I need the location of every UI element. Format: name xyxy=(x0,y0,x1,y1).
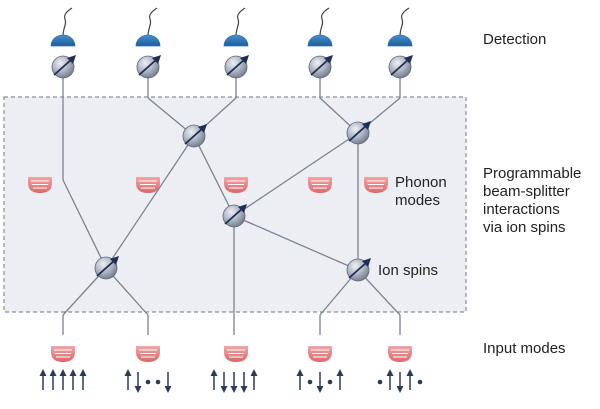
spin-up-arrow-icon xyxy=(250,369,258,390)
spin-pattern xyxy=(210,369,258,393)
phonon-mode-icon xyxy=(136,177,160,193)
ion-spin-icon xyxy=(51,55,76,79)
detector-icon xyxy=(50,7,76,47)
spin-up-arrow-icon xyxy=(69,369,77,390)
ion-spins-label: Ion spins xyxy=(378,262,439,279)
spin-pattern xyxy=(296,369,344,393)
spin-up-arrow-icon xyxy=(336,369,344,390)
spin-up-arrow-icon xyxy=(406,369,414,390)
spin-dot-icon xyxy=(417,379,423,385)
spin-down-arrow-icon xyxy=(164,372,172,393)
spin-pattern xyxy=(39,369,87,390)
ion-spin-icon xyxy=(308,55,333,79)
spin-up-arrow-icon xyxy=(296,369,304,390)
spin-dot-icon xyxy=(307,379,313,385)
spin-down-arrow-icon xyxy=(230,372,238,393)
spin-up-arrow-icon xyxy=(79,369,87,390)
wire xyxy=(193,135,235,217)
phonon-mode-icon xyxy=(388,346,412,362)
spin-dot-icon xyxy=(327,379,333,385)
wire xyxy=(233,215,359,271)
ion-spins xyxy=(51,55,413,282)
spin-up-arrow-icon xyxy=(210,369,218,390)
detectors xyxy=(50,7,413,47)
phonon-mode-icon xyxy=(51,346,75,362)
wire xyxy=(62,179,107,269)
programmable-line-1: Programmable xyxy=(483,165,582,182)
programmable-line-3: interactions xyxy=(483,201,560,218)
phonon-mode-icon xyxy=(136,346,160,362)
wire xyxy=(233,132,359,217)
ion-spin-icon xyxy=(136,55,161,79)
spin-down-arrow-icon xyxy=(396,372,404,393)
spin-down-arrow-icon xyxy=(220,372,228,393)
spin-down-arrow-icon xyxy=(240,372,248,393)
spin-dot-icon xyxy=(155,379,161,385)
spin-down-arrow-icon xyxy=(134,372,142,393)
phonon-mode-icon xyxy=(308,346,332,362)
spin-patterns xyxy=(39,369,423,393)
ion-spin-icon xyxy=(224,55,249,79)
phonon-wells xyxy=(28,177,412,362)
spin-up-arrow-icon xyxy=(386,369,394,390)
input-modes-label: Input modes xyxy=(483,340,566,357)
spin-up-arrow-icon xyxy=(39,369,47,390)
ion-spin-icon xyxy=(222,204,247,228)
ion-spin-icon xyxy=(94,256,119,280)
detector-icon xyxy=(135,7,161,47)
programmable-line-4: via ion spins xyxy=(483,219,566,236)
spin-dot-icon xyxy=(145,379,151,385)
ion-spin-icon xyxy=(346,121,371,145)
ion-spin-icon xyxy=(182,124,207,148)
phonon-mode-icon xyxy=(308,177,332,193)
phonon-mode-icon xyxy=(364,177,388,193)
ion-spin-icon xyxy=(388,55,413,79)
spin-down-arrow-icon xyxy=(316,372,324,393)
detector-icon xyxy=(387,7,413,47)
phonon-modes-line-1: Phonon xyxy=(395,174,447,191)
phonon-mode-icon xyxy=(28,177,52,193)
detector-icon xyxy=(223,7,249,47)
spin-dot-icon xyxy=(377,379,383,385)
phonon-mode-icon xyxy=(224,346,248,362)
programmable-label: Programmable beam-splitter interactions … xyxy=(483,165,581,237)
detection-label: Detection xyxy=(483,31,547,48)
spin-up-arrow-icon xyxy=(49,369,57,390)
phonon-modes-line-2: modes xyxy=(395,192,441,209)
phonon-modes-label: Phonon modes xyxy=(395,174,447,210)
interaction-region xyxy=(3,96,467,313)
spin-up-arrow-icon xyxy=(59,369,67,390)
spin-pattern xyxy=(124,369,172,393)
spin-up-arrow-icon xyxy=(124,369,132,390)
programmable-line-2: beam-splitter xyxy=(483,183,570,200)
wire xyxy=(105,135,195,269)
phonon-mode-icon xyxy=(224,177,248,193)
spin-pattern xyxy=(377,369,423,393)
detector-icon xyxy=(307,7,333,47)
ion-spin-icon xyxy=(346,258,371,282)
